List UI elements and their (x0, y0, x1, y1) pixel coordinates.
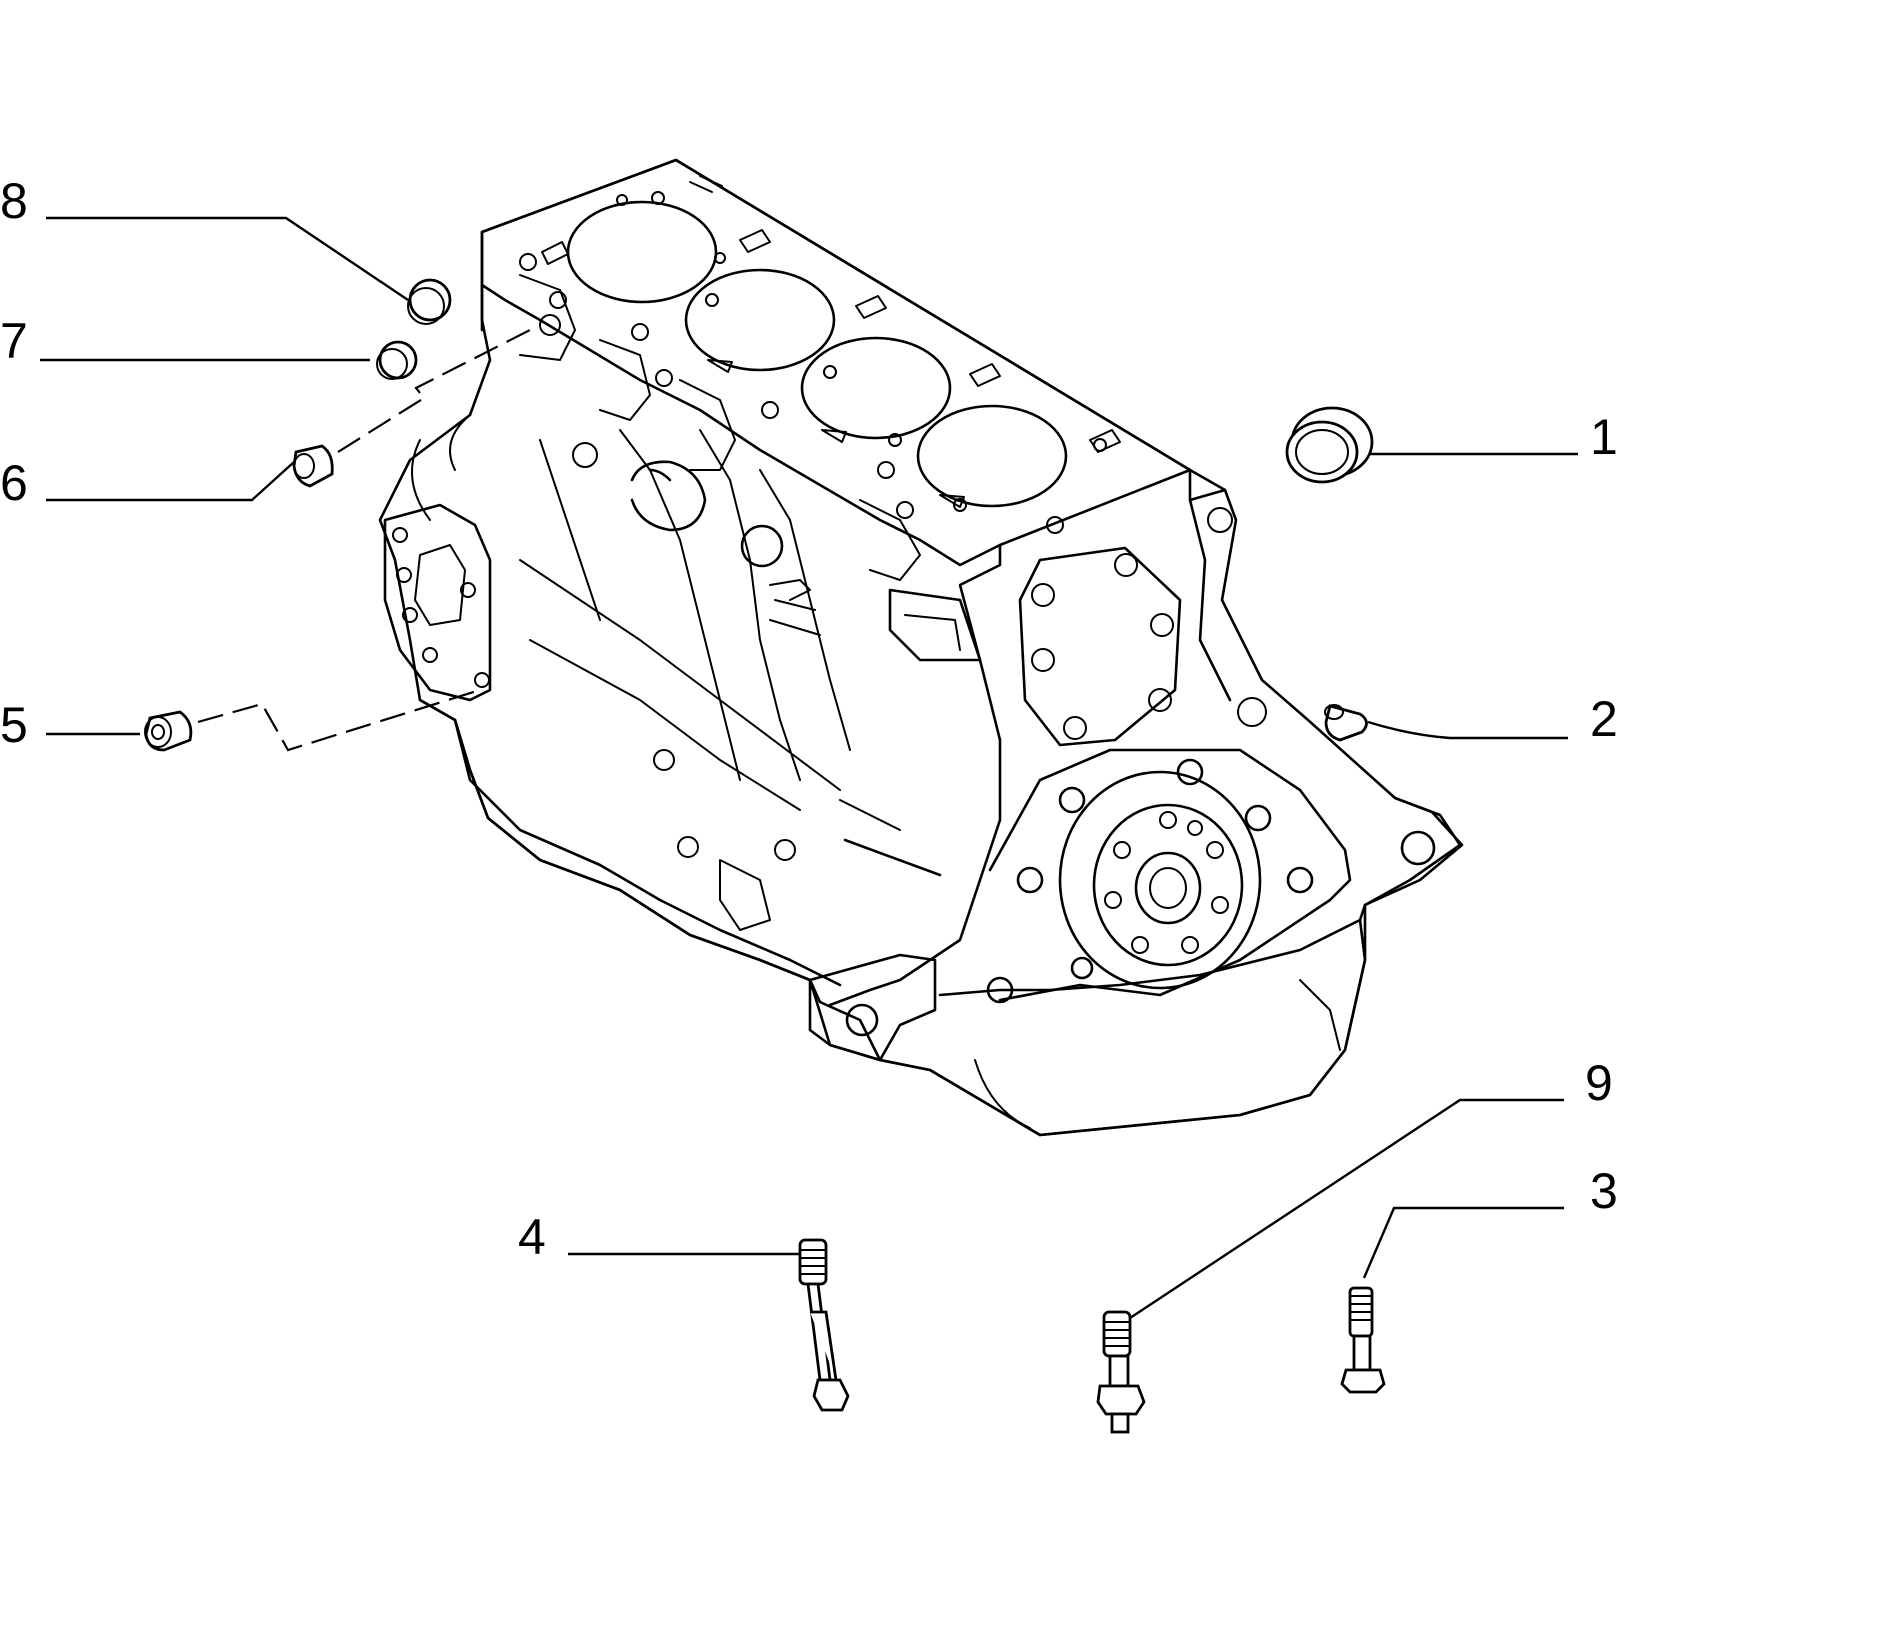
part-9-stud (1096, 1310, 1146, 1434)
cylinder-bore-3 (800, 336, 952, 440)
callout-3-label: 3 (1590, 1163, 1618, 1219)
callout-3: 3 (1340, 1163, 1618, 1394)
callout-6: 6 (0, 329, 531, 511)
callout-4-label: 4 (518, 1209, 546, 1265)
callout-5: 5 (0, 688, 481, 753)
callout-2: 2 (1324, 691, 1618, 747)
cylinder-bore-2 (684, 268, 836, 372)
cylinder-bore-1 (566, 200, 718, 304)
callout-2-label: 2 (1590, 691, 1618, 747)
oil-pan (418, 698, 1367, 1137)
callout-7-label: 7 (0, 313, 28, 369)
rear-cover-plate (1018, 546, 1182, 747)
callout-1-label: 1 (1590, 409, 1618, 465)
callout-7: 7 (0, 313, 418, 380)
part-3-stud (1340, 1286, 1386, 1394)
part-2-dowel-pin (1324, 704, 1368, 742)
callout-6-label: 6 (0, 455, 28, 511)
callout-8-label: 8 (0, 173, 28, 229)
callout-9-label: 9 (1585, 1055, 1613, 1111)
engine-block (378, 158, 1464, 1137)
crankshaft-hub (1058, 770, 1262, 990)
callout-4: 4 (518, 1209, 850, 1412)
callout-5-label: 5 (0, 697, 28, 753)
part-4-bolt (798, 1238, 850, 1412)
callout-9: 9 (1096, 1055, 1613, 1434)
part-7-plug (378, 340, 418, 380)
callout-8: 8 (0, 173, 452, 325)
callout-1: 1 (1285, 406, 1618, 484)
cylinder-bore-4 (916, 404, 1068, 508)
